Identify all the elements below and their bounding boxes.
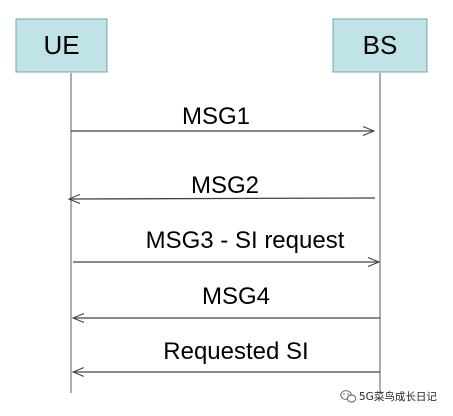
message-requested-si: Requested SI bbox=[73, 338, 380, 372]
message-label: MSG2 bbox=[191, 172, 259, 199]
message-msg4: MSG4 bbox=[73, 283, 380, 318]
bs-box bbox=[332, 18, 428, 73]
bs-entity: BS bbox=[332, 18, 428, 73]
message-label: Requested SI bbox=[163, 338, 308, 365]
message-msg2: MSG2 bbox=[69, 172, 376, 199]
message-label: MSG3 - SI request bbox=[146, 227, 345, 254]
message-label: MSG1 bbox=[182, 103, 250, 130]
bs-label: BS bbox=[363, 30, 398, 60]
wechat-icon bbox=[340, 390, 357, 403]
ue-label: UE bbox=[43, 30, 79, 60]
message-msg3: MSG3 - SI request bbox=[73, 227, 379, 262]
watermark-text: 5G菜鸟成长日记 bbox=[359, 390, 437, 403]
ue-box bbox=[15, 18, 108, 73]
watermark: 5G菜鸟成长日记 bbox=[340, 390, 437, 403]
message-label: MSG4 bbox=[202, 283, 270, 310]
message-msg1: MSG1 bbox=[71, 103, 374, 131]
message-arrow bbox=[69, 198, 376, 199]
ue-entity: UE bbox=[15, 18, 108, 73]
